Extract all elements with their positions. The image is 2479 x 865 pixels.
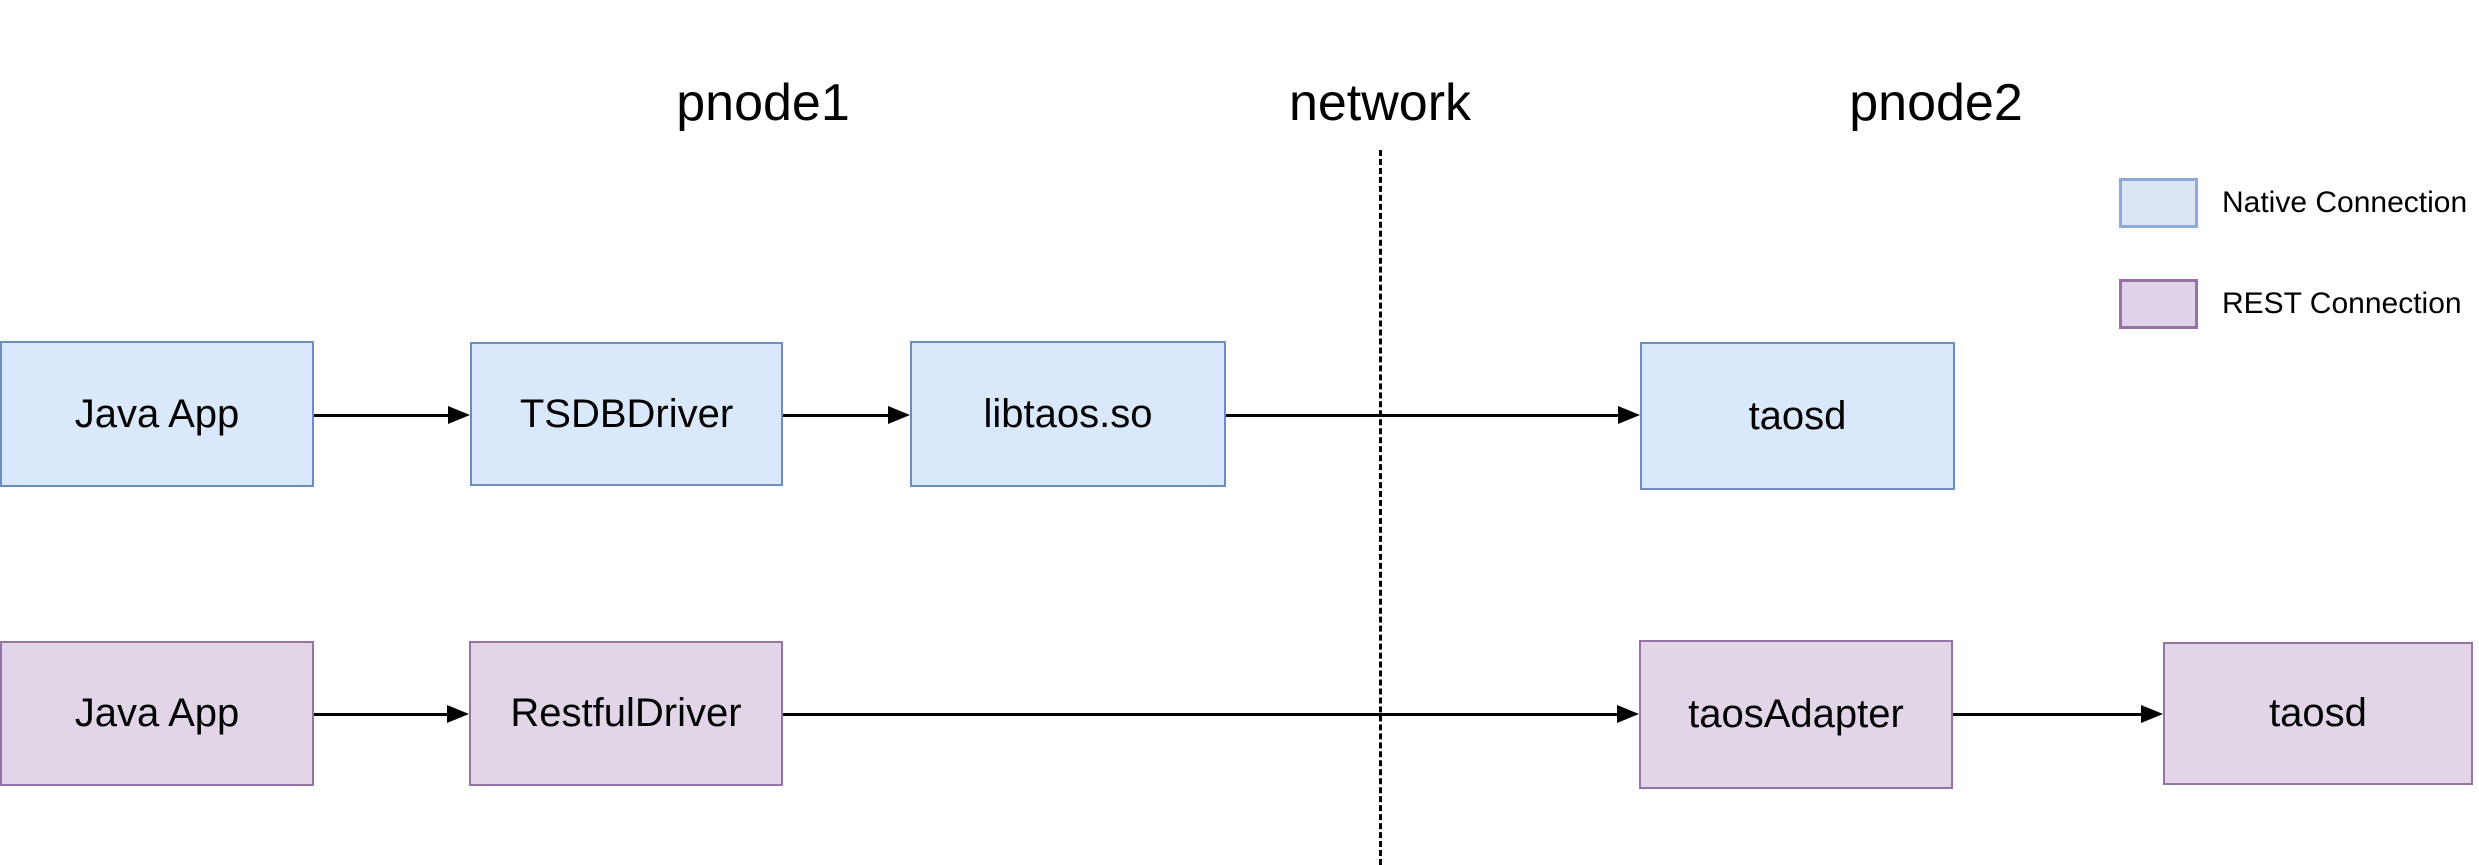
node-taosadapter: taosAdapter — [1639, 640, 1953, 789]
node-taosd-native: taosd — [1640, 342, 1955, 490]
rest-connection-swatch — [2119, 279, 2198, 329]
node-label: RestfulDriver — [510, 691, 742, 735]
legend-label-rest: REST Connection — [2222, 287, 2462, 320]
arrow-shaft — [783, 712, 1621, 716]
arrow-shaft — [314, 413, 452, 417]
arrow-shaft — [314, 712, 451, 716]
node-restfuldriver: RestfulDriver — [469, 641, 783, 786]
node-taosd-rest: taosd — [2163, 642, 2473, 785]
arrowhead-icon — [448, 406, 470, 424]
arrowhead-icon — [447, 705, 469, 723]
legend-item-native: Native Connection — [2119, 178, 2467, 228]
legend-label-native: Native Connection — [2222, 186, 2468, 219]
node-label: libtaos.so — [983, 391, 1153, 436]
node-java-app-native: Java App — [0, 341, 314, 487]
node-label: taosAdapter — [1688, 692, 1904, 736]
arrow-shaft — [1953, 712, 2145, 716]
header-pnode2: pnode2 — [1849, 74, 2023, 132]
node-label: taosd — [2269, 691, 2367, 735]
network-divider-line — [1379, 150, 1382, 865]
arrow-shaft — [783, 413, 892, 417]
header-pnode1: pnode1 — [676, 74, 850, 132]
node-label: Java App — [74, 391, 240, 436]
node-libtaos-so: libtaos.so — [910, 341, 1226, 487]
node-tsdbdriver: TSDBDriver — [470, 342, 783, 486]
arrowhead-icon — [2141, 705, 2163, 723]
node-label: taosd — [1748, 393, 1847, 438]
arrowhead-icon — [1618, 406, 1640, 424]
arrow-shaft — [1226, 413, 1622, 417]
legend-item-rest: REST Connection — [2119, 279, 2462, 329]
node-label: Java App — [74, 691, 240, 735]
native-connection-swatch — [2119, 178, 2198, 228]
arrowhead-icon — [888, 406, 910, 424]
arrowhead-icon — [1617, 705, 1639, 723]
node-label: TSDBDriver — [519, 391, 734, 436]
header-network: network — [1288, 74, 1472, 132]
node-java-app-rest: Java App — [0, 641, 314, 786]
